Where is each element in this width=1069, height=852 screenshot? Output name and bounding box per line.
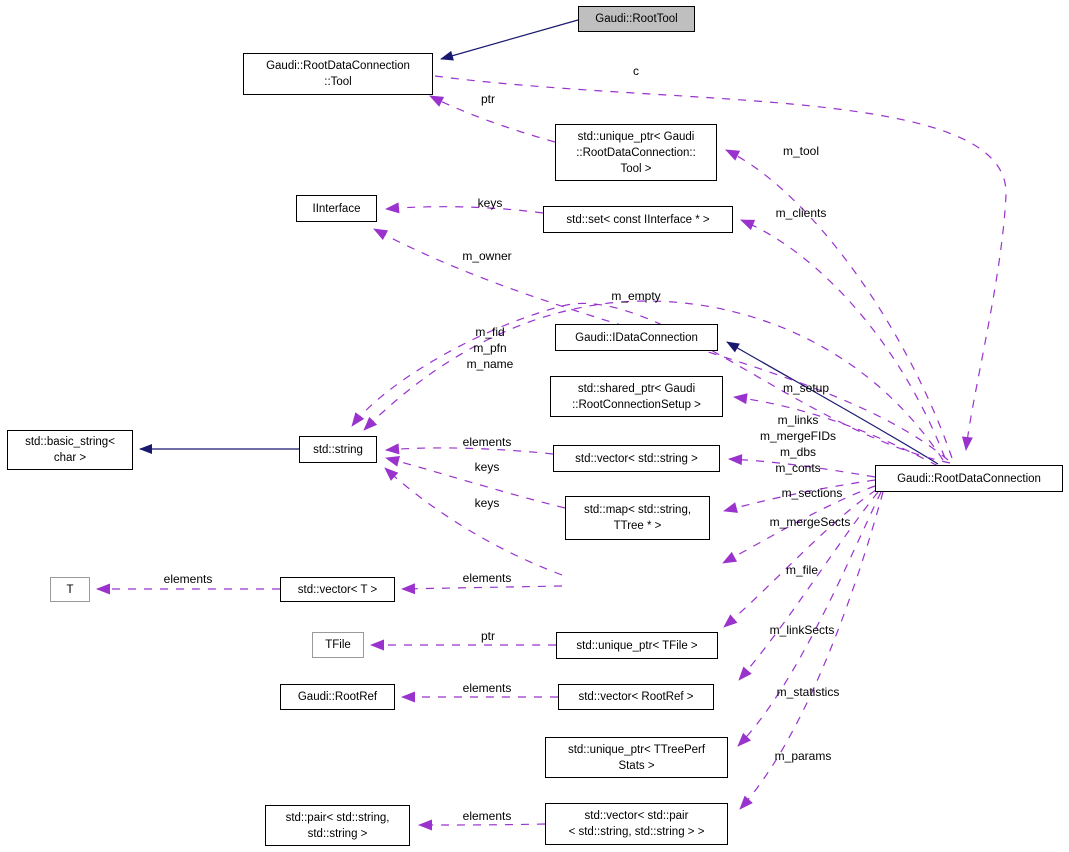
node-rootdataconnection[interactable]: Gaudi::RootDataConnection	[875, 465, 1063, 492]
edge-ptr-tool	[429, 95, 556, 143]
edge-label-ptr-tfile: ptr	[480, 629, 496, 643]
node-vector-t[interactable]: std::vector< T >	[280, 577, 395, 602]
node-unique-ptr-tfile[interactable]: std::unique_ptr< TFile >	[556, 632, 718, 659]
edge-c	[434, 75, 1007, 451]
edge-m-links	[728, 454, 876, 478]
node-vector-string[interactable]: std::vector< std::string >	[553, 445, 720, 472]
edge-m-owner	[373, 228, 949, 461]
edge-label-m-clients: m_clients	[775, 206, 827, 220]
node-string[interactable]: std::string	[299, 436, 377, 463]
node-rootdataconnection-tool[interactable]: Gaudi::RootDataConnection ::Tool	[243, 53, 433, 95]
edge-label-m-setup: m_setup	[782, 381, 830, 395]
edge-m-mergesects	[722, 485, 876, 564]
edge-label-ptr-tool: ptr	[480, 92, 496, 106]
node-map-string-ttree[interactable]: std::map< std::string, TTree * >	[565, 496, 710, 540]
edge-label-m-statistics: m_statistics	[776, 685, 840, 699]
node-vector-pair-string[interactable]: std::vector< std::pair < std::string, st…	[545, 803, 728, 845]
node-basic-string[interactable]: std::basic_string< char >	[7, 430, 133, 470]
edge-label-m-sections: m_sections	[781, 486, 843, 500]
edge-label-m-linksects: m_linkSects	[769, 623, 835, 637]
node-idataconnection[interactable]: Gaudi::IDataConnection	[555, 324, 718, 351]
edge-label-elements-cs: elements	[462, 571, 512, 585]
edge-label-m-fid-group: m_fid m_pfn m_name	[466, 325, 514, 371]
edge-m-linksects	[738, 491, 879, 681]
edge-m-tool	[725, 149, 953, 459]
node-shared-ptr-rootconnectionsetup[interactable]: std::shared_ptr< Gaudi ::RootConnectionS…	[550, 376, 723, 417]
edge-m-params	[739, 491, 884, 810]
node-tfile: TFile	[312, 632, 364, 658]
node-iinterface[interactable]: IInterface	[296, 195, 377, 222]
edge-m-fid	[351, 302, 951, 464]
node-t: T	[50, 577, 90, 602]
edge-label-m-empty: m_empty	[611, 289, 661, 303]
edge-m-clients	[740, 219, 946, 459]
edge-label-elements-rr: elements	[462, 681, 512, 695]
edge-label-m-links-group: m_links m_mergeFIDs m_dbs m_conts	[759, 413, 837, 475]
node-unique-ptr-ttreeperfstats[interactable]: std::unique_ptr< TTreePerf Stats >	[545, 737, 728, 778]
node-gaudi-roottool: Gaudi::RootTool	[578, 6, 695, 32]
edge-label-keys-cs: keys	[474, 496, 500, 510]
edge-label-m-file: m_file	[785, 563, 819, 577]
edge-label-m-params: m_params	[774, 749, 832, 763]
node-set-const-iinterface[interactable]: std::set< const IInterface * >	[543, 206, 733, 233]
edge-elements-vs	[385, 443, 554, 455]
edge-keys-ttree	[385, 455, 566, 509]
edge-keys-cs	[384, 467, 563, 576]
edge-m-file	[723, 489, 877, 628]
edge-inherit-rdc-idataconnection	[726, 341, 939, 465]
node-gaudi-rootref[interactable]: Gaudi::RootRef	[280, 684, 395, 710]
edge-label-c: c	[633, 64, 639, 78]
edge-label-keys-set: keys	[477, 196, 503, 210]
edge-elements-pair	[418, 819, 546, 831]
node-vector-rootref[interactable]: std::vector< RootRef >	[558, 684, 714, 710]
edge-keys-set	[385, 202, 544, 214]
edge-m-empty	[363, 300, 944, 461]
edge-label-elements-t: elements	[163, 572, 213, 586]
edge-m-statistics	[737, 491, 882, 747]
node-pair-string-string[interactable]: std::pair< std::string, std::string >	[265, 805, 410, 846]
edge-label-elements-pair: elements	[462, 809, 512, 823]
edge-label-m-tool: m_tool	[782, 144, 820, 158]
edge-label-m-owner: m_owner	[462, 249, 512, 263]
edge-label-keys-ttree: keys	[474, 460, 500, 474]
edge-m-sections	[723, 479, 876, 513]
edge-label-m-mergesects: m_mergeSects	[769, 515, 851, 529]
node-unique-ptr-tool[interactable]: std::unique_ptr< Gaudi ::RootDataConnect…	[555, 124, 717, 181]
edge-label-elements-vs: elements	[462, 435, 512, 449]
edge-inherit-roottool-tool	[440, 19, 579, 61]
edge-elements-cs	[401, 583, 563, 595]
